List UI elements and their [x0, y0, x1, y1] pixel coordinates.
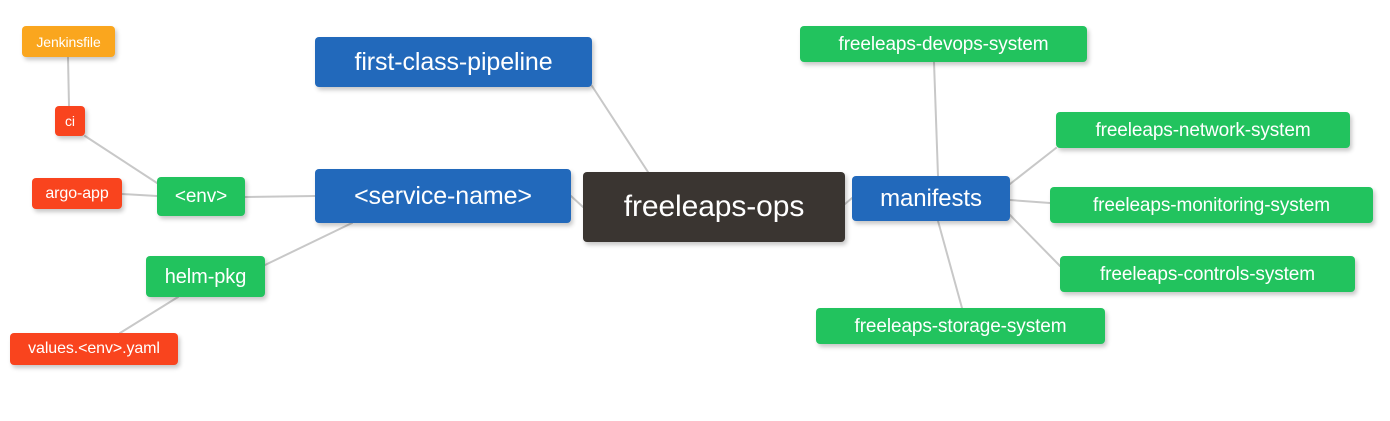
node-helm-pkg[interactable]: helm-pkg: [146, 256, 265, 297]
edge-freeleaps-ops-to-first-class-pipeline: [591, 85, 649, 173]
node-ci[interactable]: ci: [55, 106, 85, 136]
node-first-class-pipeline[interactable]: first-class-pipeline: [315, 37, 592, 87]
edge-helm-pkg-to-values-env-yaml: [119, 296, 179, 334]
edge-service-name-to-helm-pkg: [264, 222, 353, 266]
edge-env-to-argo-app: [121, 193, 158, 197]
node-label: values.<env>.yaml: [28, 340, 160, 357]
node-label: freeleaps-ops: [623, 190, 805, 223]
node-freeleaps-ops[interactable]: freeleaps-ops: [583, 172, 845, 242]
node-manifests[interactable]: manifests: [852, 176, 1010, 221]
node-freeleaps-monitoring-system[interactable]: freeleaps-monitoring-system: [1050, 187, 1373, 223]
edge-service-name-to-env: [244, 195, 316, 198]
node-label: Jenkinsfile: [36, 33, 101, 50]
node-freeleaps-network-system[interactable]: freeleaps-network-system: [1056, 112, 1350, 148]
node-jenkinsfile[interactable]: Jenkinsfile: [22, 26, 115, 57]
node-label: ci: [65, 113, 75, 129]
node-label: freeleaps-storage-system: [854, 315, 1067, 337]
edge-manifests-to-freeleaps-devops-system: [933, 61, 939, 177]
node-label: freeleaps-monitoring-system: [1093, 194, 1330, 216]
edge-manifests-to-freeleaps-monitoring-system: [1009, 199, 1051, 204]
node-freeleaps-devops-system[interactable]: freeleaps-devops-system: [800, 26, 1087, 62]
node-freeleaps-controls-system[interactable]: freeleaps-controls-system: [1060, 256, 1355, 292]
edge-env-to-ci: [84, 135, 158, 184]
edge-ci-to-jenkinsfile: [67, 56, 70, 107]
node-label: freeleaps-network-system: [1095, 119, 1311, 141]
edge-freeleaps-ops-to-service-name: [570, 195, 584, 208]
node-label: first-class-pipeline: [354, 47, 553, 76]
node-freeleaps-storage-system[interactable]: freeleaps-storage-system: [816, 308, 1105, 344]
node-env[interactable]: <env>: [157, 177, 245, 216]
edge-manifests-to-freeleaps-storage-system: [937, 220, 963, 309]
node-label: helm-pkg: [164, 265, 247, 288]
node-label: manifests: [880, 184, 982, 212]
node-label: argo-app: [45, 184, 109, 202]
node-label: freeleaps-controls-system: [1099, 263, 1316, 285]
node-argo-app[interactable]: argo-app: [32, 178, 122, 209]
node-label: <env>: [174, 186, 228, 207]
edge-manifests-to-freeleaps-network-system: [1009, 147, 1057, 185]
node-values-env-yaml[interactable]: values.<env>.yaml: [10, 333, 178, 365]
node-label: freeleaps-devops-system: [838, 33, 1049, 55]
node-label: <service-name>: [354, 181, 532, 210]
edge-freeleaps-ops-to-manifests: [844, 197, 853, 205]
node-service-name[interactable]: <service-name>: [315, 169, 571, 223]
